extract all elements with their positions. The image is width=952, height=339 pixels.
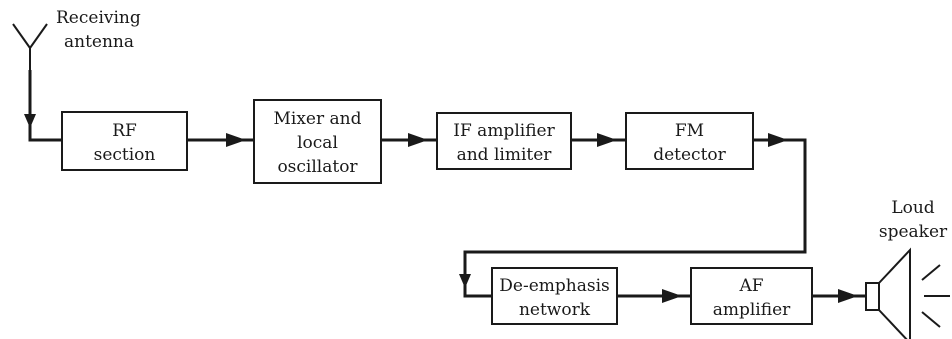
fm-label-line2: detector [653,145,726,165]
rf-label-line1: RF [112,121,137,141]
loudspeaker-icon [865,247,950,339]
arrow-mixer-to-if [408,133,428,147]
speaker-label-line2: speaker [879,222,948,242]
arrow-if-to-fm [597,133,617,147]
arrow-antenna-down [24,114,36,128]
antenna-icon [12,23,48,70]
wire-fm-to-deemph [463,138,807,298]
wire-antenna-to-rf [28,70,62,142]
arrow-down-to-deemph [459,274,471,288]
de-emphasis-block: De-emphasis network [491,267,618,325]
arrow-fm-out [768,133,788,147]
mixer-label-line3: oscillator [277,157,358,177]
rf-label-line2: section [94,145,156,165]
fm-label-line1: FM [675,121,704,141]
if-label-line1: IF amplifier [453,121,555,141]
arrow-af-to-speaker [838,289,858,303]
deemph-label-line1: De-emphasis [499,276,609,296]
deemph-label-line2: network [519,300,591,320]
mixer-label-line2: local [297,133,338,153]
arrow-rf-to-mixer [226,133,246,147]
if-amplifier-block: IF amplifier and limiter [436,112,572,170]
arrow-deemph-to-af [662,289,682,303]
fm-detector-block: FM detector [625,112,754,170]
rf-section-block: RF section [61,111,188,171]
speaker-label-line1: Loud [891,198,934,218]
if-label-line2: and limiter [457,145,553,165]
mixer-label-line1: Mixer and [274,109,362,129]
antenna-label-line1: Receiving [56,8,141,28]
af-label-line2: amplifier [713,300,791,320]
af-amplifier-block: AF amplifier [690,267,813,325]
antenna-label-line2: antenna [64,32,134,52]
mixer-oscillator-block: Mixer and local oscillator [253,99,382,184]
af-label-line1: AF [738,276,763,296]
